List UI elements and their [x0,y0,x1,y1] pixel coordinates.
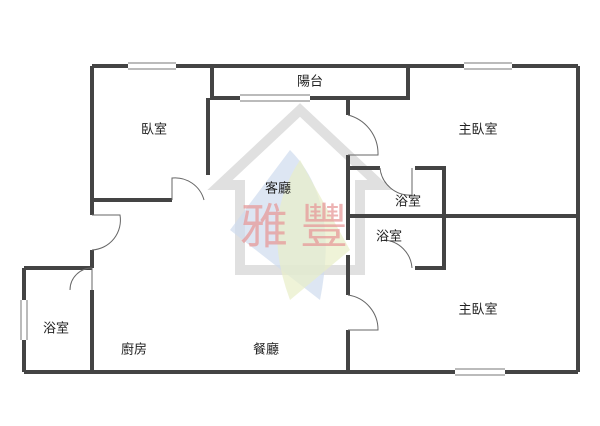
room-label-bathroom-2: 浴室 [375,229,403,245]
walls [22,64,580,374]
room-label-master-bedroom-1: 主臥室 [458,122,498,138]
windows [20,62,512,376]
room-label-bathroom-1: 浴室 [394,194,422,210]
room-label-bathroom-3: 浴室 [42,321,70,337]
room-label-kitchen: 廚房 [120,342,148,358]
room-label-balcony: 陽台 [296,74,324,90]
watermark-logo [207,103,393,300]
room-label-living-room: 客廳 [264,181,292,197]
doors [69,114,413,331]
room-label-master-bedroom-2: 主臥室 [458,302,498,318]
room-label-dining-room: 餐廳 [252,342,280,358]
watermark-text: 雅豐 [239,199,361,255]
room-label-bedroom: 臥室 [140,122,168,138]
